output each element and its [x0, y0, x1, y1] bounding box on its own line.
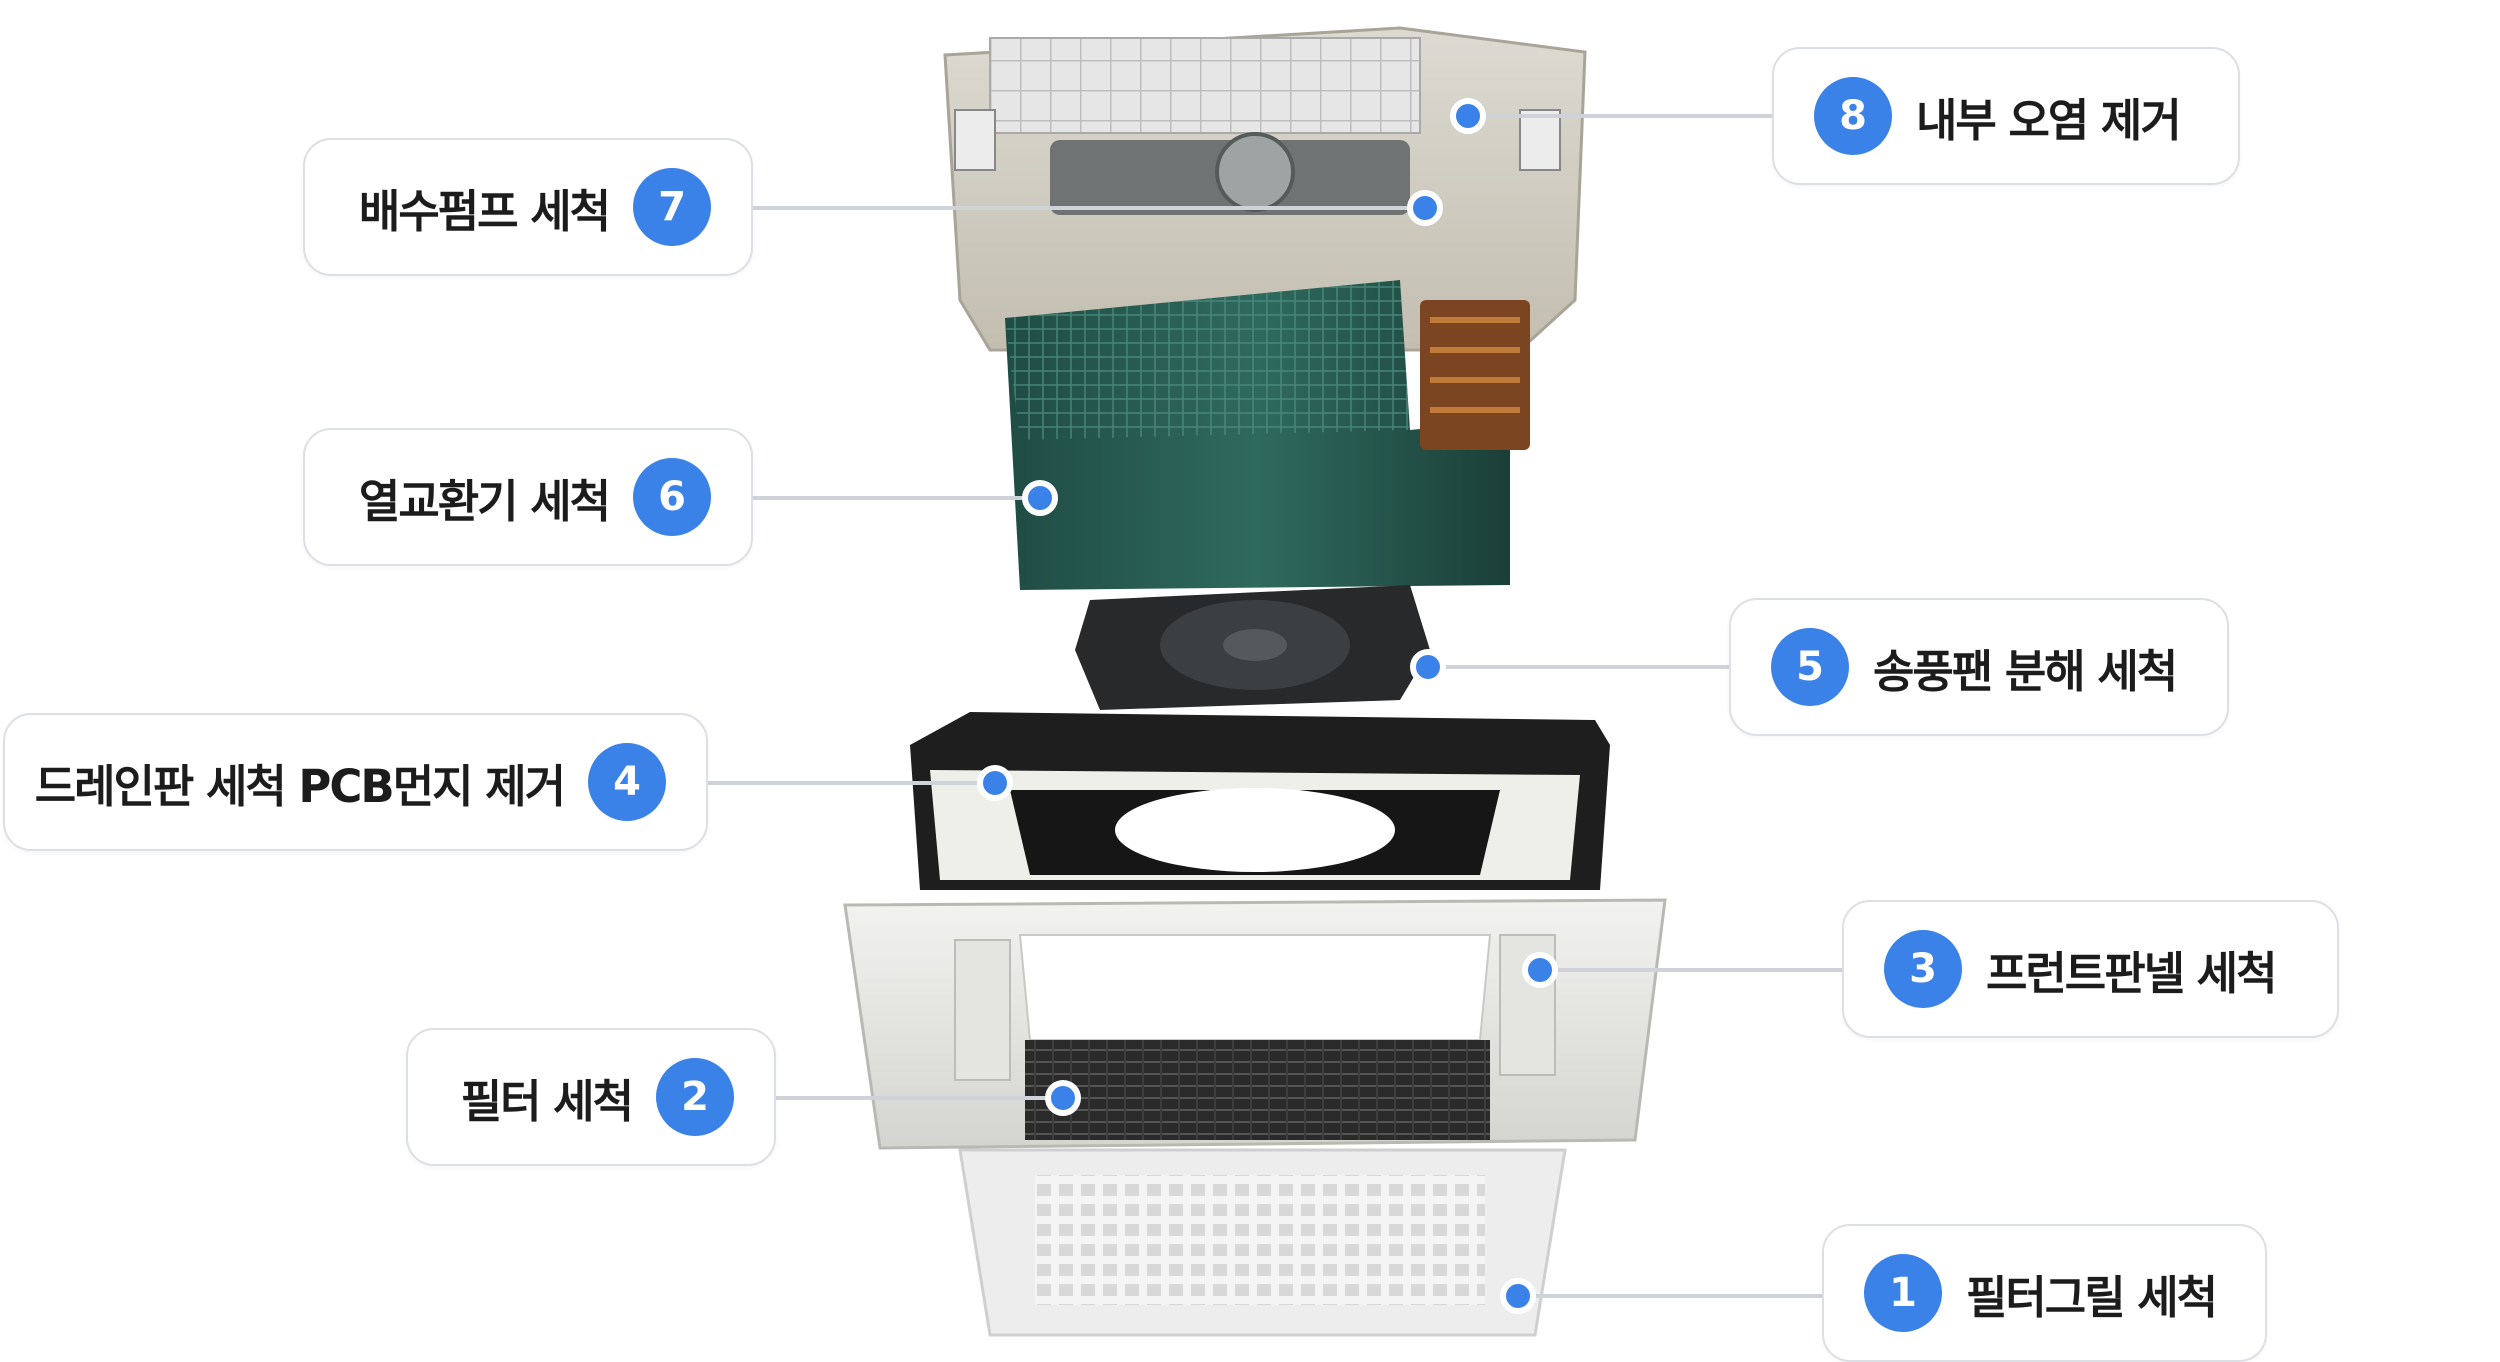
label-text-4: 드레인판 세척 PCB먼지 제거	[34, 759, 566, 813]
label-text-8: 내부 오염 제거	[1916, 93, 2182, 147]
heat-exchanger	[1005, 280, 1530, 590]
label-text-6: 열교환기 세척	[358, 474, 611, 528]
unit-housing	[943, 26, 1587, 352]
label-card-5: 5 송풍팬 분해 세척	[1729, 598, 2229, 736]
number-badge-4: 4	[588, 743, 666, 821]
leader-line-7	[753, 190, 1443, 226]
label-card-1: 1 필터그릴 세척	[1822, 1224, 2267, 1362]
label-card-7: 배수펌프 세척 7	[303, 138, 753, 276]
filter	[1025, 1040, 1490, 1140]
number-badge-8: 8	[1814, 77, 1892, 155]
blower-fan	[1075, 585, 1430, 710]
label-text-5: 송풍팬 분해 세척	[1873, 644, 2178, 698]
drain-pump	[1215, 132, 1295, 212]
leader-line-3	[1522, 952, 1842, 988]
number-badge-3: 3	[1884, 930, 1962, 1008]
label-card-6: 열교환기 세척 6	[303, 428, 753, 566]
number-badge-6: 6	[633, 458, 711, 536]
leader-line-6	[753, 480, 1058, 516]
number-badge-5: 5	[1771, 628, 1849, 706]
label-text-2: 필터 세척	[460, 1074, 634, 1128]
label-text-7: 배수펌프 세척	[358, 184, 611, 238]
label-card-2: 필터 세척 2	[406, 1028, 776, 1166]
label-text-3: 프런트판넬 세척	[1986, 946, 2277, 1000]
leader-line-8	[1450, 98, 1772, 134]
label-card-3: 3 프런트판넬 세척	[1842, 900, 2339, 1038]
number-badge-7: 7	[633, 168, 711, 246]
label-card-8: 8 내부 오염 제거	[1772, 47, 2240, 185]
label-card-4: 드레인판 세척 PCB먼지 제거 4	[3, 713, 708, 851]
filter-grille	[958, 1148, 1567, 1337]
leader-line-2	[776, 1080, 1081, 1116]
number-badge-2: 2	[656, 1058, 734, 1136]
label-text-1: 필터그릴 세척	[1966, 1270, 2218, 1324]
leader-line-1	[1500, 1278, 1822, 1314]
drain-pan	[910, 712, 1610, 890]
number-badge-1: 1	[1864, 1254, 1942, 1332]
leader-line-5	[1410, 649, 1729, 685]
leader-line-4	[708, 765, 1013, 801]
